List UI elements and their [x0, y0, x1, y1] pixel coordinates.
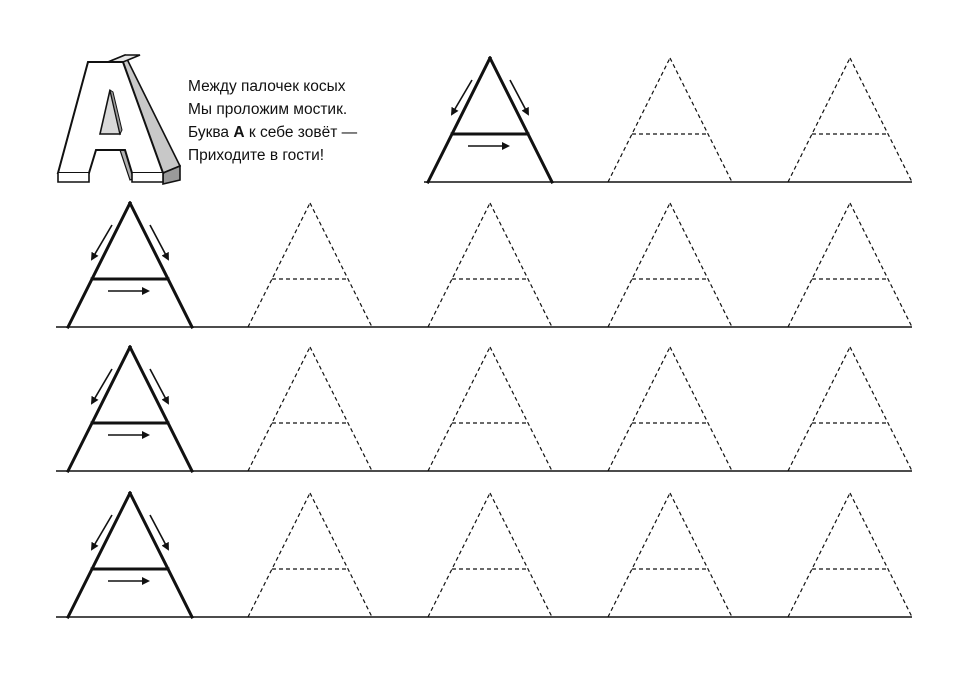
tracing-letter-a	[247, 492, 373, 618]
poem-letter-highlight: А	[233, 124, 245, 141]
letter-right-stroke	[489, 346, 553, 472]
stroke-direction-arrow-icon	[90, 514, 113, 551]
stroke-direction-arrow-icon	[90, 368, 113, 405]
poem-line-4: Приходите в гости!	[188, 147, 325, 164]
letter-left-stroke	[787, 202, 851, 328]
letter-right-stroke	[489, 202, 553, 328]
tracing-letter-a	[607, 202, 733, 328]
example-letter-a	[425, 55, 555, 185]
letter-right-stroke	[127, 344, 195, 474]
stroke-direction-arrow-icon	[90, 224, 113, 261]
tracing-letter-a	[787, 346, 913, 472]
letter-left-stroke	[427, 492, 491, 618]
tracing-letter-a	[427, 202, 553, 328]
letter-right-stroke	[669, 202, 733, 328]
letter-left-stroke	[607, 202, 671, 328]
stroke-direction-arrow-icon	[149, 514, 169, 551]
letter-right-stroke	[127, 490, 195, 620]
letter-right-stroke	[309, 492, 373, 618]
letter-left-stroke	[427, 346, 491, 472]
stroke-direction-arrow-icon	[450, 79, 473, 116]
tracing-letter-a	[787, 492, 913, 618]
letter-right-stroke	[669, 57, 733, 183]
letter-right-stroke	[489, 492, 553, 618]
letter-left-stroke	[607, 346, 671, 472]
example-letter-a	[65, 200, 195, 330]
letter-left-stroke	[65, 200, 133, 330]
stroke-direction-arrow-icon	[509, 79, 529, 116]
poem-line-2: Мы проложим мостик.	[188, 101, 348, 118]
letter-left-stroke	[425, 55, 493, 185]
letter-right-stroke	[127, 200, 195, 330]
letter-left-stroke	[787, 492, 851, 618]
letter-left-stroke	[65, 344, 133, 474]
tracing-letter-a	[607, 346, 733, 472]
decorative-3d-letter-a	[56, 53, 182, 186]
letter-left-stroke	[247, 492, 311, 618]
tracing-letter-a	[787, 57, 913, 183]
poem-line-1: Между палочек косых	[188, 78, 346, 95]
example-letter-a	[65, 490, 195, 620]
poem-line-3: Буква А к себе зовёт —	[188, 121, 418, 144]
letter-right-stroke	[849, 57, 913, 183]
stroke-direction-arrow-icon	[149, 368, 169, 405]
letter-left-stroke	[607, 492, 671, 618]
tracing-letter-a	[427, 346, 553, 472]
poem-text-block: Между палочек косых Мы проложим мостик. …	[188, 75, 418, 167]
letter-right-stroke	[309, 202, 373, 328]
letter-right-stroke	[849, 202, 913, 328]
tracing-letter-a	[787, 202, 913, 328]
tracing-letter-a	[427, 492, 553, 618]
example-letter-a	[65, 344, 195, 474]
letter-right-stroke	[849, 346, 913, 472]
tracing-letter-a	[607, 492, 733, 618]
letter-left-stroke	[607, 57, 671, 183]
letter-left-stroke	[65, 490, 133, 620]
tracing-letter-a	[247, 346, 373, 472]
tracing-letter-a	[247, 202, 373, 328]
tracing-letter-a	[607, 57, 733, 183]
poem-line-3-start: Буква	[188, 124, 234, 141]
letter-left-stroke	[247, 346, 311, 472]
letter-left-stroke	[787, 57, 851, 183]
letter-right-stroke	[487, 55, 555, 185]
stroke-direction-arrow-icon	[149, 224, 169, 261]
letter-left-stroke	[427, 202, 491, 328]
letter-right-stroke	[309, 346, 373, 472]
letter-left-stroke	[247, 202, 311, 328]
letter-left-stroke	[787, 346, 851, 472]
letter-right-stroke	[669, 492, 733, 618]
letter-right-stroke	[669, 346, 733, 472]
letter-right-stroke	[849, 492, 913, 618]
poem-line-3-end: к себе зовёт —	[244, 124, 358, 141]
